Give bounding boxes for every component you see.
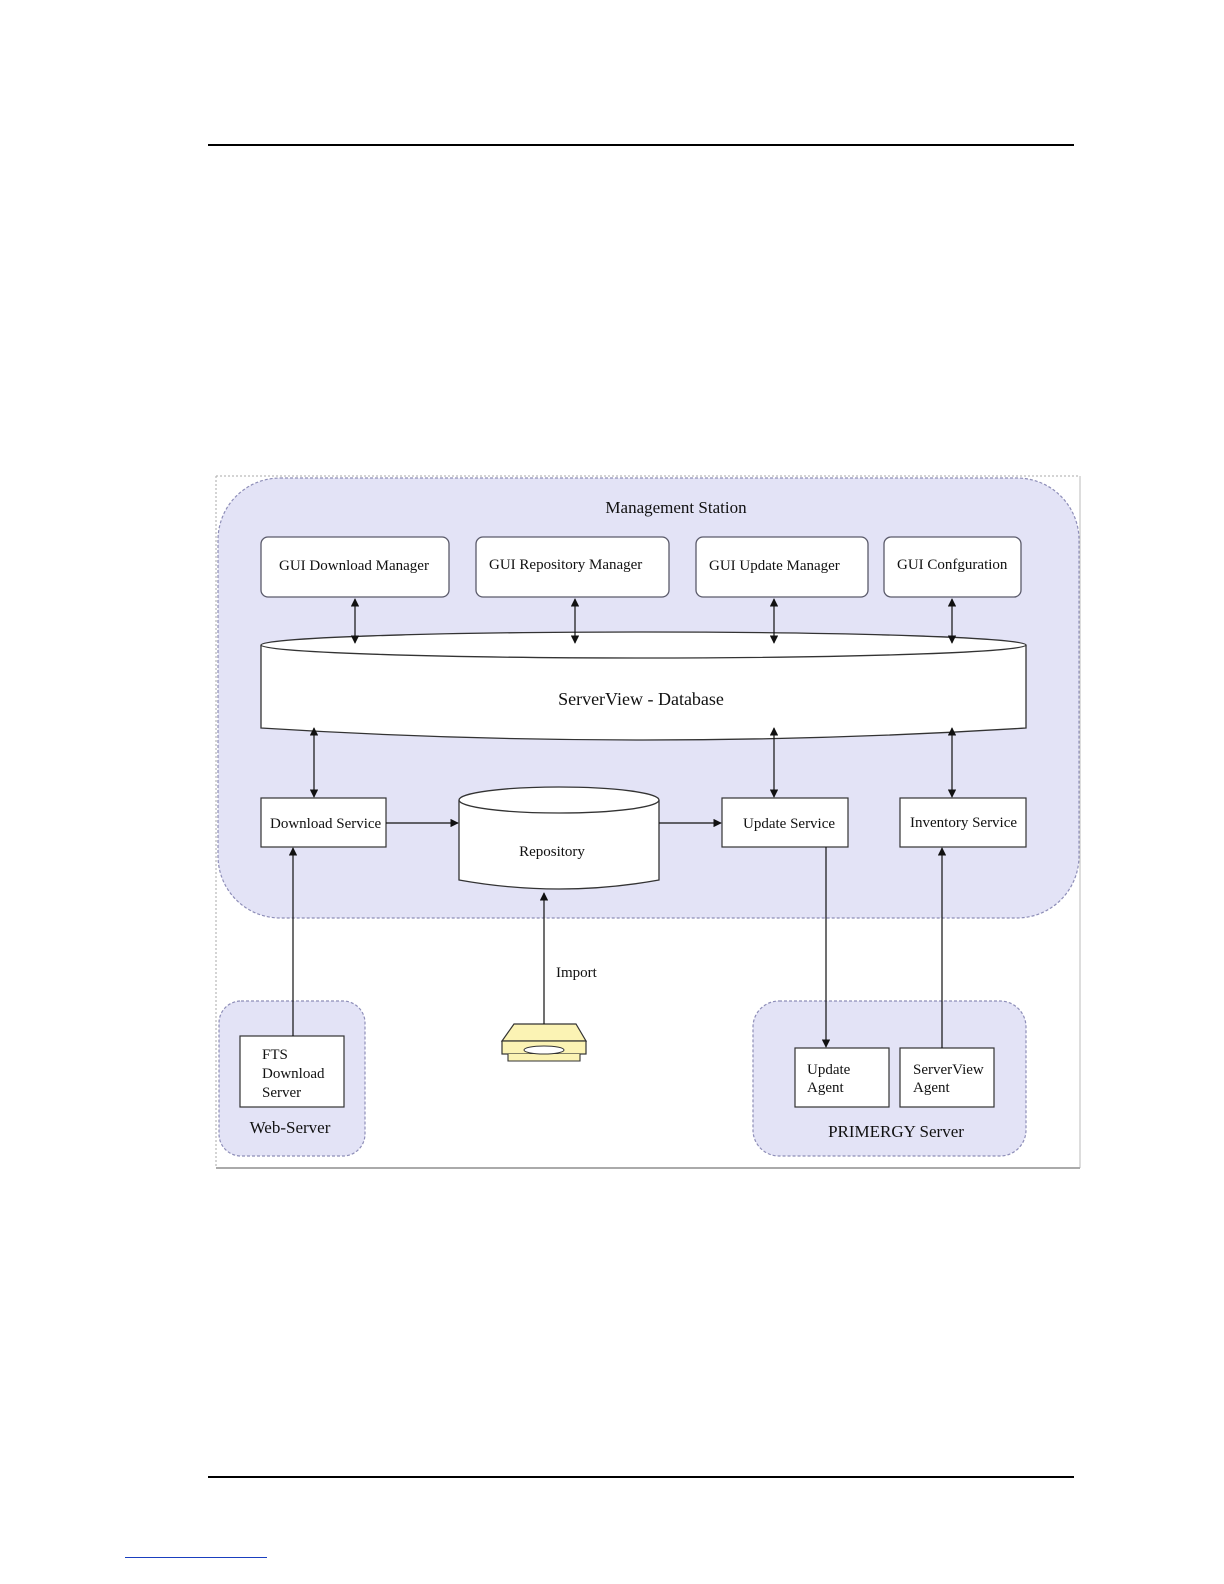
update-service-label: Update Service <box>743 816 835 832</box>
fts-line-1: FTS <box>262 1047 288 1063</box>
management-station-title: Management Station <box>605 498 747 517</box>
update-agent-line-2: Agent <box>807 1080 844 1096</box>
serverview-agent-line-2: Agent <box>913 1080 950 1096</box>
inventory-service-label: Inventory Service <box>910 815 1017 831</box>
repository-cylinder <box>459 787 659 889</box>
gui-download-manager-label: GUI Download Manager <box>279 558 429 574</box>
database-label: ServerView - Database <box>558 689 724 709</box>
cd-drive-icon <box>502 1024 586 1061</box>
update-agent-line-1: Update <box>807 1062 851 1078</box>
gui-configuration-label: GUI Confguration <box>897 557 1008 573</box>
fts-line-3: Server <box>262 1085 301 1101</box>
web-server-title: Web-Server <box>250 1118 331 1137</box>
primergy-server-title: PRIMERGY Server <box>828 1122 964 1141</box>
fts-line-2: Download <box>262 1066 325 1082</box>
gui-update-manager-label: GUI Update Manager <box>709 558 840 574</box>
serverview-database <box>261 632 1026 740</box>
repository-label: Repository <box>519 844 585 860</box>
import-label: Import <box>556 965 598 981</box>
download-service-label: Download Service <box>270 816 382 832</box>
gui-repository-manager-label: GUI Repository Manager <box>489 557 642 573</box>
serverview-agent-line-1: ServerView <box>913 1062 984 1078</box>
